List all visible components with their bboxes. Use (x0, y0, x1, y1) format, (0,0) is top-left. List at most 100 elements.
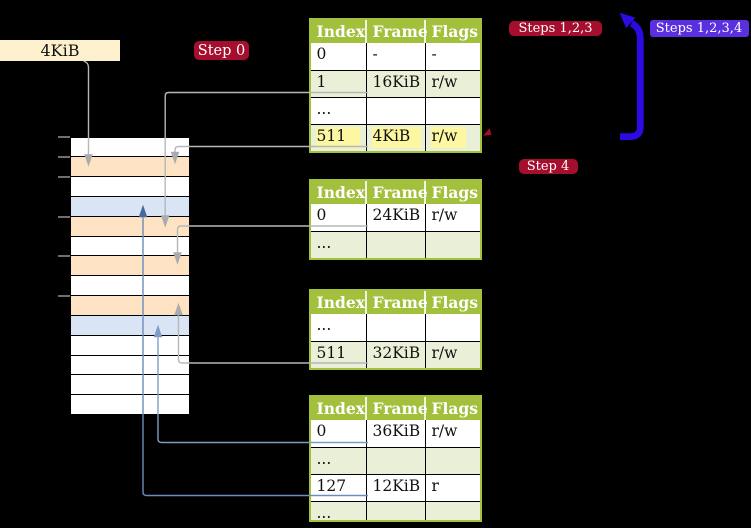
table-row: 0 36KiB r/w (310, 419, 480, 447)
page-table-1: Index Frame Flags 0 - - 1 16KiB r/w ... … (308, 18, 482, 153)
memory-row (70, 335, 189, 356)
table-row: 0 24KiB r/w (310, 203, 480, 231)
physical-memory-column (69, 136, 190, 415)
table-row: ... (310, 313, 480, 341)
table-row: ... (310, 500, 480, 521)
col-header-flags: Flags (431, 398, 479, 418)
table-cell: 24KiB (367, 203, 426, 231)
highlight-mark: 4KiB (371, 127, 421, 148)
page-table-3: Index Frame Flags ... 511 32KiB r/w (308, 288, 482, 370)
table-cell: r/w (431, 421, 458, 440)
table-cell (426, 448, 480, 474)
memory-row (70, 177, 189, 197)
col-header-index: Index (311, 396, 367, 420)
memory-row (70, 236, 189, 257)
step4-badge: Step 4 (518, 158, 578, 174)
table-cell (426, 314, 480, 341)
memory-row (70, 157, 189, 178)
steps1234-badge: Steps 1,2,3,4 (649, 20, 749, 37)
table-cell: ... (311, 447, 367, 474)
page-size-label: 4KiB (0, 40, 120, 61)
col-header-index: Index (311, 180, 367, 204)
recursive-loop-arrowhead-icon (619, 12, 636, 29)
table-cell (426, 502, 480, 521)
table-cell: r/w (431, 343, 458, 362)
table-cell (367, 231, 426, 258)
table-cell: 511 (311, 125, 367, 151)
table-header-row: Index Frame Flags (310, 20, 480, 43)
recursive-loop-arrow (620, 20, 644, 140)
steps123-badge: Steps 1,2,3 (509, 20, 602, 36)
table-cell: 4KiB (367, 125, 426, 151)
red-arrow-tip-icon (483, 128, 492, 136)
col-header-index: Index (311, 20, 367, 43)
highlight-mark: r/w (430, 127, 466, 148)
table-cell (367, 447, 426, 474)
page-table-4: Index Frame Flags 0 36KiB r/w ... 127 12… (308, 394, 482, 522)
table-cell: ... (311, 98, 367, 124)
table-cell: ... (311, 231, 367, 258)
page-table-2: Index Frame Flags 0 24KiB r/w ... (308, 178, 482, 260)
col-header-frame: Frame (367, 396, 428, 420)
memory-row (70, 395, 189, 415)
table-cell: r (431, 476, 439, 495)
table-cell: 127 (311, 474, 367, 501)
memory-row (70, 375, 189, 396)
table-cell: ... (311, 501, 367, 520)
table-cell: 36KiB (367, 419, 426, 447)
table-cell: 1 (311, 71, 367, 97)
table-row: ... (310, 446, 480, 474)
table-cell (426, 98, 480, 124)
table-cell: 0 (311, 43, 367, 70)
table-cell (367, 313, 426, 341)
table-row: ... (310, 230, 480, 258)
memory-row (70, 256, 189, 277)
table-cell: - (431, 45, 437, 63)
memory-tick (58, 215, 70, 218)
table-cell: 511 (311, 341, 367, 368)
memory-row (70, 196, 189, 217)
table-cell: r/w (431, 73, 458, 91)
memory-row (70, 315, 189, 336)
table-cell: - (367, 43, 426, 70)
table-cell: r/w (431, 205, 458, 224)
table-header-row: Index Frame Flags (310, 396, 480, 420)
table-row: 127 12KiB r (310, 473, 480, 501)
col-header-flags: Flags (431, 182, 479, 202)
memory-tick (58, 295, 70, 297)
table-cell (367, 501, 426, 520)
col-header-frame: Frame (367, 20, 428, 43)
table-cell (426, 232, 480, 258)
table-row: ... (310, 97, 480, 124)
table-cell: 32KiB (367, 341, 426, 368)
memory-row (70, 355, 189, 376)
memory-row (70, 276, 189, 297)
col-header-index: Index (311, 290, 367, 314)
table-cell: 0 (311, 203, 367, 231)
col-header-frame: Frame (367, 290, 428, 314)
table-cell: 16KiB (367, 71, 426, 97)
table-cell (367, 98, 426, 124)
memory-row (70, 296, 189, 316)
table-cell: 0 (311, 419, 367, 447)
table-header-row: Index Frame Flags (310, 290, 480, 314)
table-row: 1 16KiB r/w (310, 70, 480, 97)
step0-badge: Step 0 (194, 41, 249, 60)
memory-tick (58, 255, 70, 258)
table-cell: 12KiB (367, 474, 426, 501)
memory-row (70, 137, 189, 158)
table-row: 0 - - (310, 43, 480, 70)
memory-tick (58, 176, 70, 179)
table-cell: ... (311, 313, 367, 341)
table-header-row: Index Frame Flags (310, 180, 480, 204)
col-header-flags: Flags (431, 22, 479, 41)
table-cell: r/w (426, 125, 480, 151)
table-row: 511 32KiB r/w (310, 340, 480, 368)
memory-tick (58, 156, 70, 159)
col-header-flags: Flags (431, 292, 479, 312)
highlight-mark: 511 (315, 127, 360, 148)
memory-row (70, 216, 189, 237)
memory-tick (58, 135, 70, 138)
table-row-highlighted: 511 4KiB r/w (310, 124, 480, 151)
